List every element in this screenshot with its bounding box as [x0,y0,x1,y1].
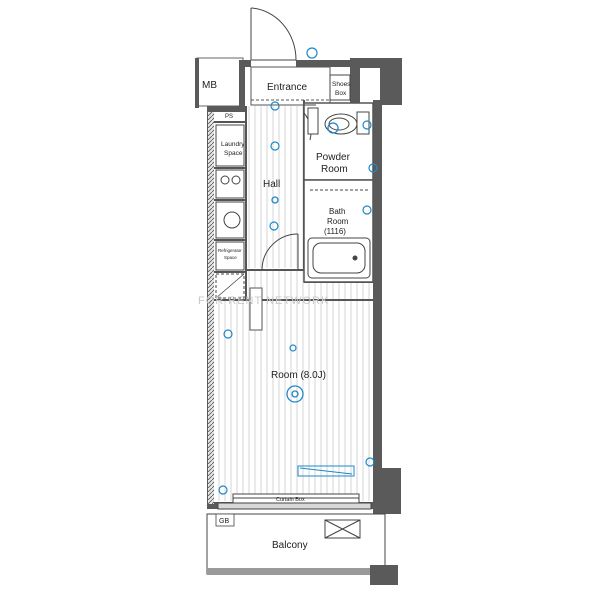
mb-area [195,57,244,108]
shoes-box-label-2: Box [335,90,347,97]
sink-icon [223,211,241,229]
door-swing-icon [250,7,297,61]
kitchen [215,169,245,239]
mb-label: MB [202,80,217,91]
bath-room-label-3: (1116) [324,227,346,236]
closet-line [215,273,245,299]
powder-room-label-2: Room [321,164,348,175]
refrigerator-space [215,241,245,271]
ps-label: PS [225,114,233,120]
room-label: Room (8.0J) [271,370,326,381]
laundry-label-1: Laundry [221,141,245,148]
laundry-label-2: Space [224,150,243,157]
window [217,493,372,510]
laundry-space [215,124,245,167]
ceiling-light-icon [271,122,339,403]
floor-stripes [218,106,373,501]
toilet-icon [324,111,370,135]
gb-label: GB [219,518,229,525]
sink-icon [307,107,319,135]
gb-box [215,513,235,527]
room-closet [249,287,263,331]
watermark: FOR RENT NETWORK [198,295,329,307]
entrance-area [250,66,351,106]
powder-room-label-1: Powder [316,152,351,163]
stove-icon [220,175,230,185]
shoes-box [329,74,351,101]
aircon-icon [297,465,355,477]
bath-room-label-1: Bath [329,207,345,216]
refrigerator-label-2: Space [224,255,237,260]
bath-room-label-2: Room [327,217,349,226]
balcony-label: Balcony [272,540,308,551]
entrance-label: Entrance [267,82,307,93]
outlet-icon [218,47,378,495]
bathtub-icon [307,237,371,279]
refrigerator-label-1: Refrigerator [218,248,242,253]
curtain-box-label: Curtain Box [276,497,305,503]
shoes-box-label-1: Shoes [332,81,351,88]
balcony-area [206,513,398,585]
hall-label: Hall [263,179,280,190]
hatched-wall [208,112,214,504]
